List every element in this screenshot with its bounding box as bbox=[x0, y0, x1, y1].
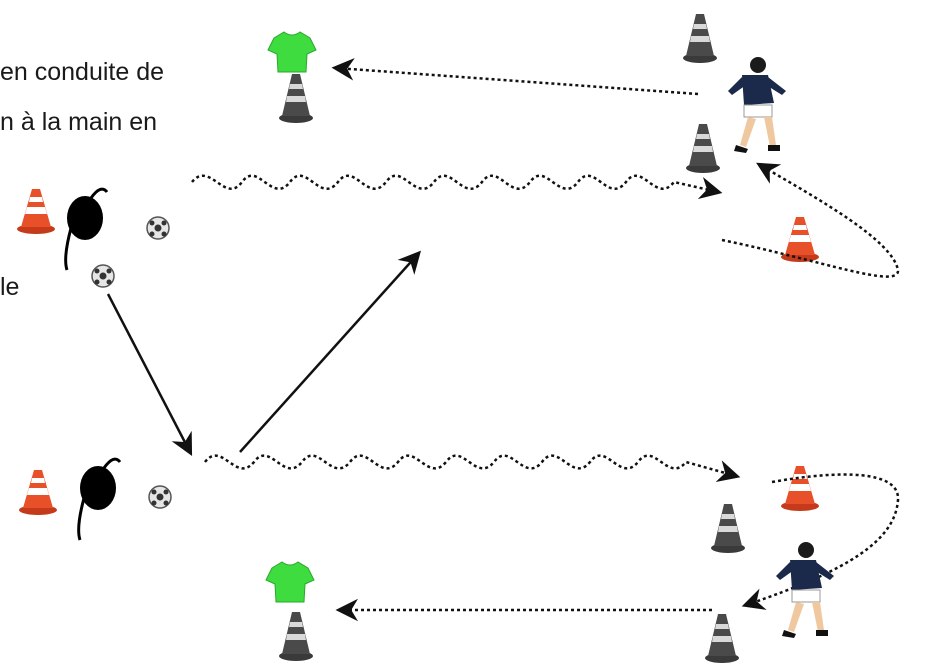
grey-cone-icon bbox=[683, 14, 717, 63]
player-icon bbox=[727, 56, 787, 154]
player-icon bbox=[775, 541, 835, 639]
return-arrow-top bbox=[331, 58, 699, 96]
pass-arrow-down bbox=[106, 293, 193, 456]
instruction-text-line-2: n à la main en bbox=[0, 108, 157, 136]
football-icon bbox=[91, 264, 115, 288]
green-jersey-icon bbox=[265, 561, 315, 603]
loop-path-bottom bbox=[741, 473, 900, 610]
orange-cone-icon bbox=[781, 466, 819, 511]
loop-path-top bbox=[721, 162, 900, 278]
grey-cone-icon bbox=[279, 74, 313, 123]
grey-cone-icon bbox=[686, 124, 720, 173]
grey-cone-icon bbox=[705, 614, 739, 663]
instruction-text-line-1: en conduite de bbox=[0, 58, 164, 86]
green-jersey-icon bbox=[267, 31, 317, 73]
hoop-icon bbox=[64, 187, 109, 272]
orange-cone-icon bbox=[17, 189, 55, 234]
dribble-path-top bbox=[191, 174, 723, 199]
orange-cone-icon bbox=[19, 470, 57, 515]
pass-arrow-up bbox=[239, 250, 422, 453]
hoop-icon bbox=[77, 457, 122, 542]
instruction-text-line-3: le bbox=[0, 273, 19, 301]
grey-cone-icon bbox=[711, 504, 745, 553]
football-icon bbox=[146, 216, 170, 240]
dribble-path-bottom bbox=[204, 454, 741, 482]
grey-cone-icon bbox=[279, 612, 313, 661]
football-icon bbox=[148, 485, 172, 509]
